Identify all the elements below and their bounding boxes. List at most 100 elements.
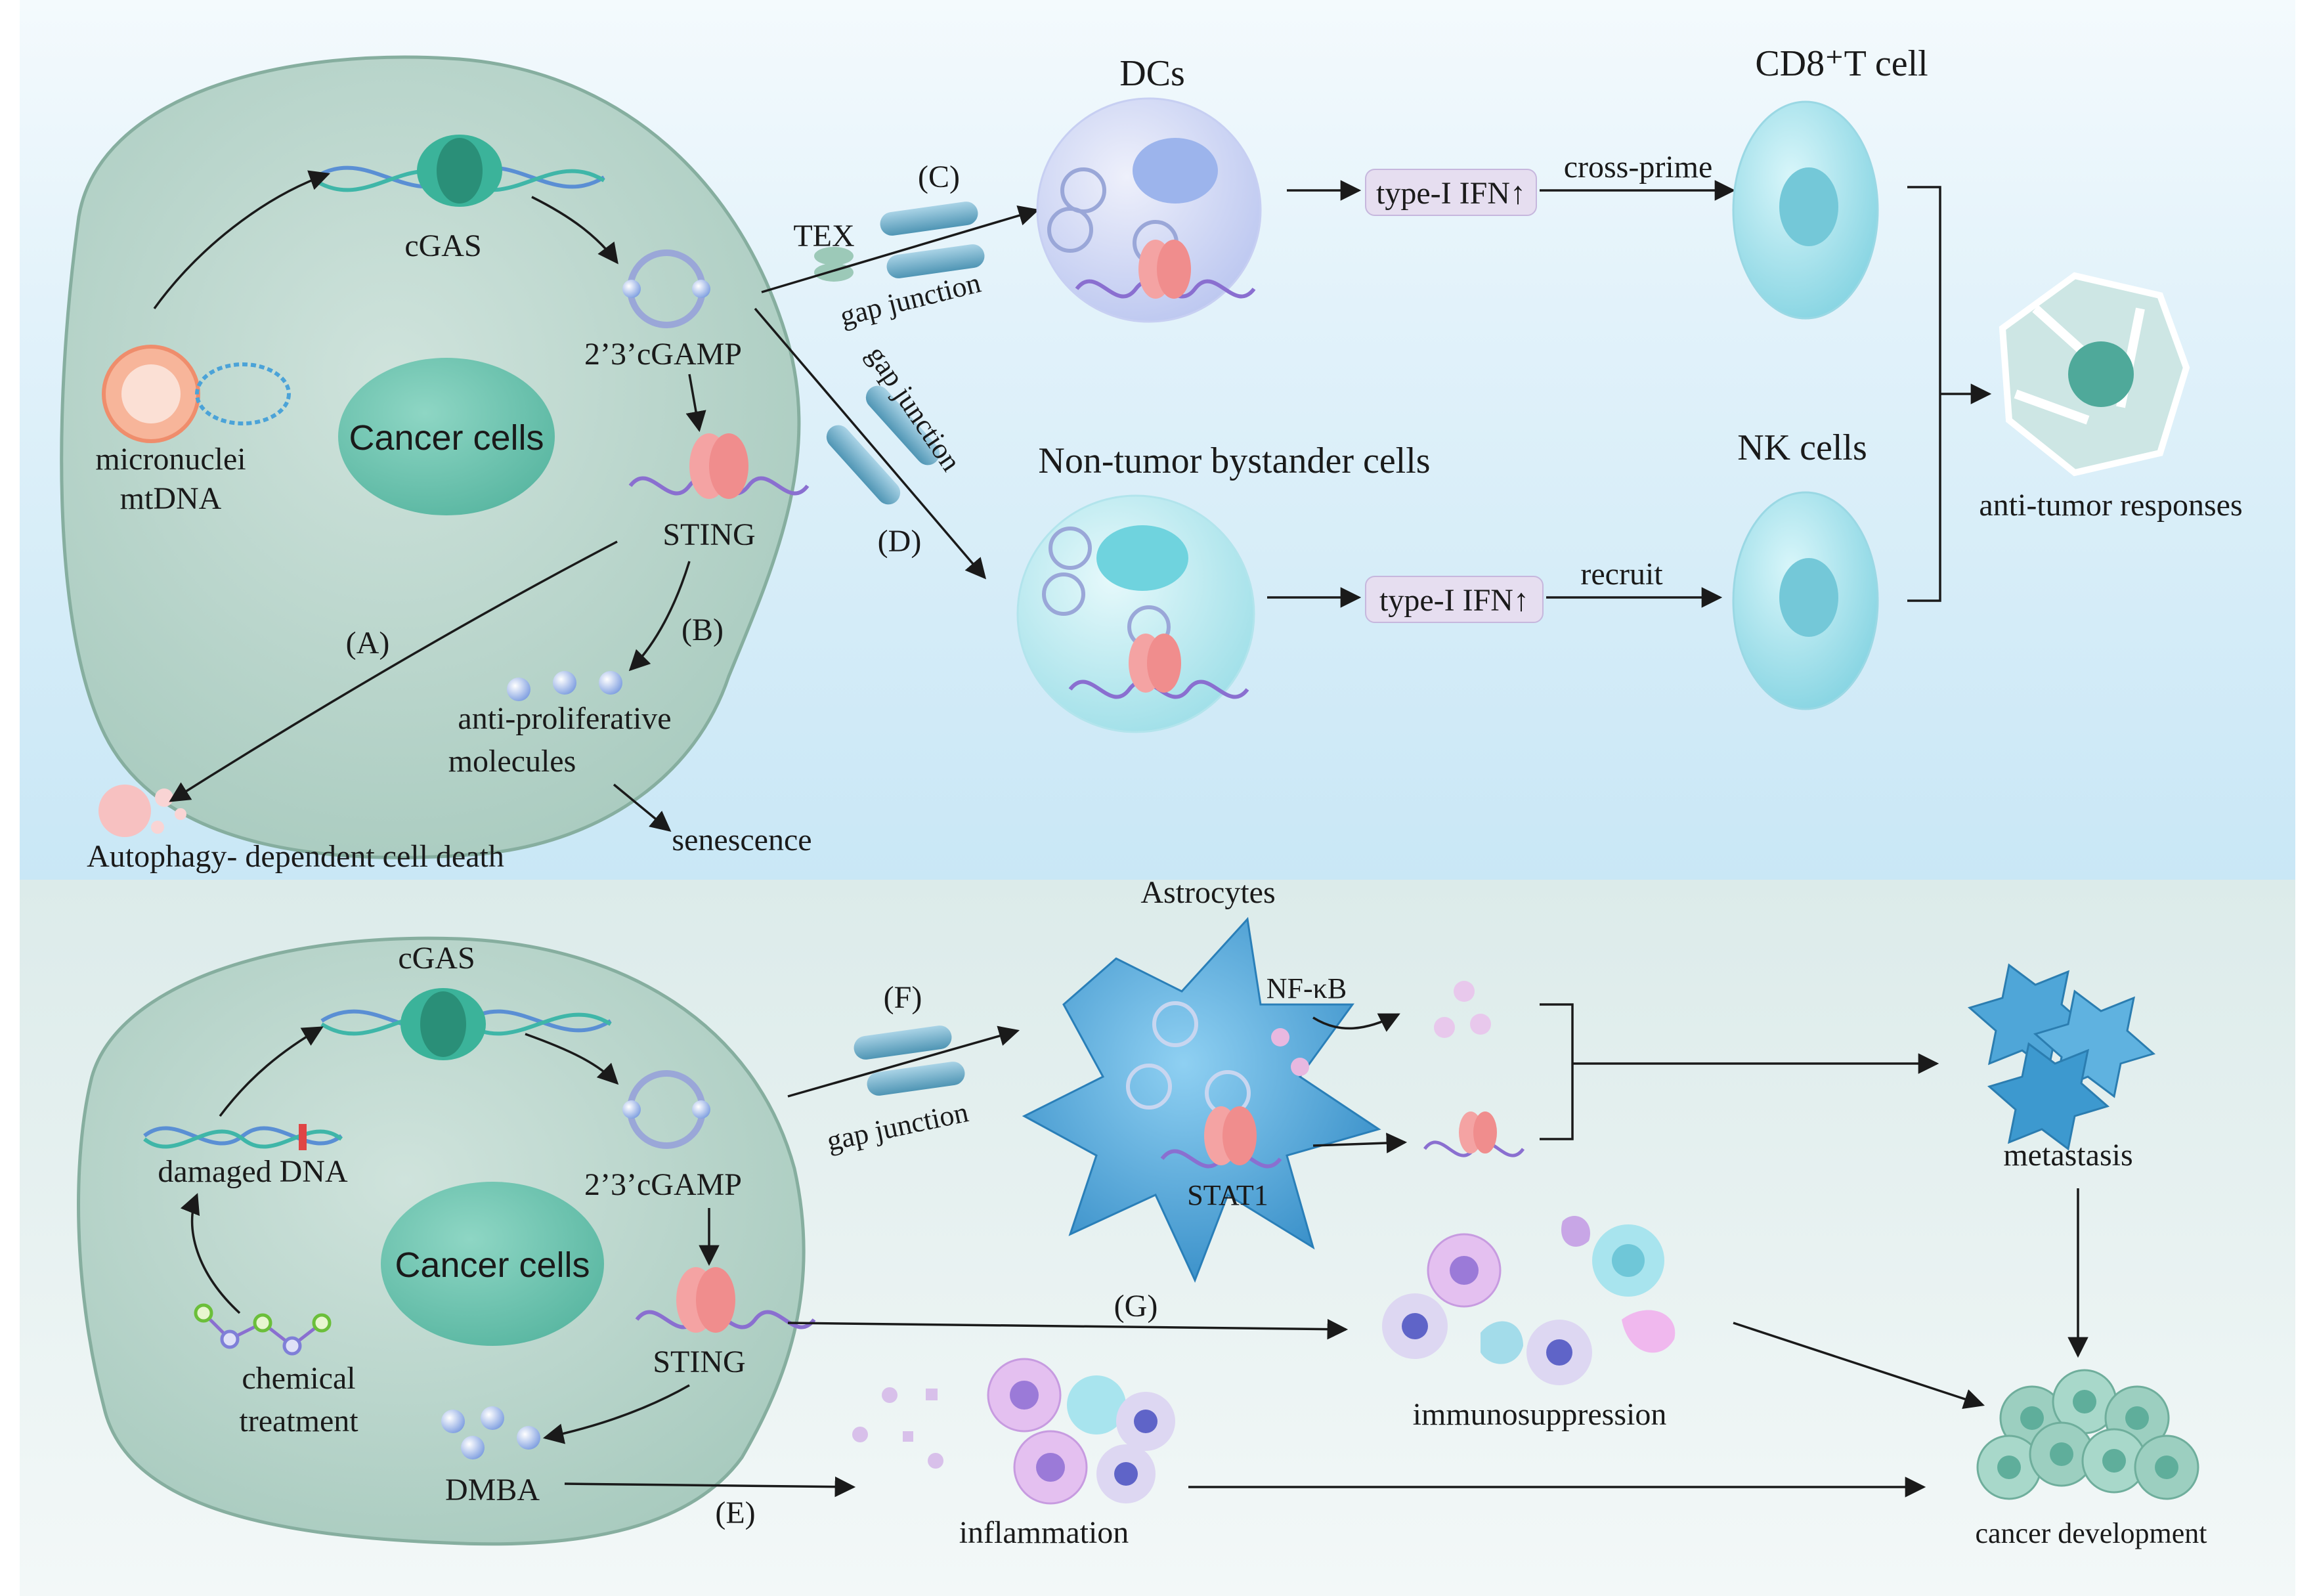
arrow-stat1-to-output (1312, 1132, 1408, 1154)
arrow-nfkb-to-cytokines (1312, 1013, 1400, 1032)
anti-prolif-molecule-1 (507, 678, 530, 701)
cd8-nucleus (1779, 167, 1838, 246)
arrow-sting-to-immunosuppression (787, 1318, 1349, 1340)
arrow-cgamp-to-sting (685, 374, 706, 433)
label-d: (D) (878, 524, 922, 559)
bystander-sting-icon (1068, 634, 1249, 699)
gap-junction-c-upper (880, 202, 978, 236)
gap-junction-f-lower (867, 1062, 965, 1096)
bottom-sting-label: STING (653, 1345, 745, 1379)
senescence-label: senescence (672, 823, 811, 857)
damaged-dna-label: damaged DNA (158, 1154, 348, 1189)
bottom-cgas-icon (320, 988, 612, 1060)
arrow-chemical-to-damaged-dna (180, 1193, 241, 1314)
metastasis-cluster-icon (1967, 963, 2156, 1151)
label-g: (G) (1114, 1289, 1158, 1324)
arrow-to-bystander (754, 307, 987, 580)
astrocytes-label: Astrocytes (1140, 875, 1275, 910)
cross-prime-label: cross-prime (1564, 150, 1713, 184)
nk-nucleus (1779, 558, 1838, 637)
arrow-dmba-to-inflammation (564, 1476, 856, 1498)
arrow-bottom-cgas-to-cgamp (525, 1033, 619, 1085)
bottom-cgamp-icon (622, 1070, 710, 1149)
bystander-cgamp-rings (1042, 527, 1171, 649)
dcs-label: DCs (1119, 53, 1185, 94)
bottom-cgamp-label: 2’3’cGAMP (584, 1167, 742, 1202)
gap-junction-d-right (865, 385, 940, 465)
anti-tumor-label: anti-tumor responses (1979, 488, 2242, 523)
autophagy-cell-icon (98, 785, 186, 837)
micronuclei-inner (121, 364, 181, 423)
anti-prolif-line1: anti-proliferative (458, 701, 671, 736)
metastasis-label: metastasis (2003, 1138, 2132, 1173)
bottom-nucleus (381, 1182, 604, 1346)
gap-junction-c-lower (886, 244, 985, 278)
anti-prolif-molecule-3 (599, 671, 622, 695)
cytokine-dot-2 (1434, 1017, 1455, 1038)
gap-junction-d-left (826, 425, 901, 505)
anti-tumor-cell-icon (1999, 272, 2190, 477)
ifn-label-1: type-I IFN↑ (1376, 176, 1526, 211)
bottom-cancer-cell-label: Cancer cells (395, 1245, 590, 1285)
stat1-label: STAT1 (1187, 1179, 1268, 1211)
autophagy-label: Autophagy- dependent cell death (87, 839, 504, 874)
mtdna-icon (195, 362, 291, 425)
tex-label: TEX (793, 219, 854, 253)
label-b: (B) (682, 613, 724, 647)
top-cgas-icon (314, 135, 605, 207)
top-cancer-cell-label: Cancer cells (349, 418, 544, 458)
anti-prolif-line2: molecules (448, 744, 576, 779)
bracket-to-metastasis (1540, 1003, 1574, 1140)
cancer-development-label: cancer development (1975, 1517, 2207, 1549)
cytokine-dot-1 (1454, 981, 1475, 1002)
chemical-line1: chemical (242, 1361, 355, 1396)
inflammation-label: inflammation (959, 1515, 1129, 1550)
label-c: (C) (918, 160, 960, 194)
astrocyte-sting-icon (1160, 1106, 1282, 1169)
arrow-molecules-to-senescence (613, 783, 672, 832)
ifn-label-2: type-I IFN↑ (1379, 583, 1529, 618)
nfkb-dot-1 (1271, 1028, 1289, 1046)
immunosuppression-label: immunosuppression (1413, 1397, 1667, 1432)
dmba-dot-4 (517, 1426, 540, 1450)
ifn-box-2 (1365, 576, 1544, 623)
micronuclei-label: micronuclei (95, 442, 246, 477)
bottom-sting-icon (635, 1267, 816, 1333)
output-sting-icon (1423, 1111, 1525, 1157)
cd8-label: CD8⁺T cell (1755, 43, 1928, 84)
cancer-development-cluster-icon (1976, 1369, 2199, 1500)
label-a: (A) (346, 626, 390, 660)
top-cgamp-icon (622, 249, 710, 328)
chemical-molecule-icon (194, 1303, 332, 1356)
mtdna-label: mtDNA (120, 481, 222, 516)
chemical-line2: treatment (239, 1404, 358, 1438)
top-sting-icon (628, 433, 810, 499)
arrow-cgas-to-cgamp (531, 196, 618, 265)
gap-junction-f-upper (854, 1025, 952, 1060)
dc-nucleus (1133, 138, 1218, 204)
bystander-nucleus (1096, 525, 1188, 591)
anti-prolif-molecule-2 (553, 671, 576, 695)
dmba-label: DMBA (445, 1473, 540, 1507)
arrow-micronuclei-to-cgas (153, 170, 330, 310)
top-cgamp-label: 2’3’cGAMP (584, 337, 742, 372)
arrow-damaged-dna-to-cgas (219, 1026, 324, 1117)
dc-sting-icon (1075, 240, 1256, 299)
dmba-dot-3 (461, 1436, 485, 1459)
ifn-box-1 (1365, 169, 1537, 216)
arrow-sting-to-dmba (542, 1384, 690, 1444)
label-e: (E) (715, 1496, 755, 1530)
bottom-cgas-label: cGAS (398, 941, 475, 976)
bystander-label: Non-tumor bystander cells (1038, 441, 1430, 481)
nk-label: NK cells (1737, 427, 1867, 468)
immunosuppression-cells-icon (1382, 1215, 1676, 1385)
dmba-dot-1 (441, 1410, 465, 1433)
astrocyte-cell (1022, 917, 1381, 1283)
cytokine-dot-3 (1470, 1014, 1491, 1035)
nfkb-label: NF-κB (1266, 972, 1347, 1004)
arrow-a-to-autophagy (169, 540, 618, 802)
inflammation-cells-icon (852, 1358, 1175, 1505)
dmba-dot-2 (481, 1406, 504, 1430)
arrow-immunosuppression-to-cancer-dev (1733, 1322, 1985, 1410)
